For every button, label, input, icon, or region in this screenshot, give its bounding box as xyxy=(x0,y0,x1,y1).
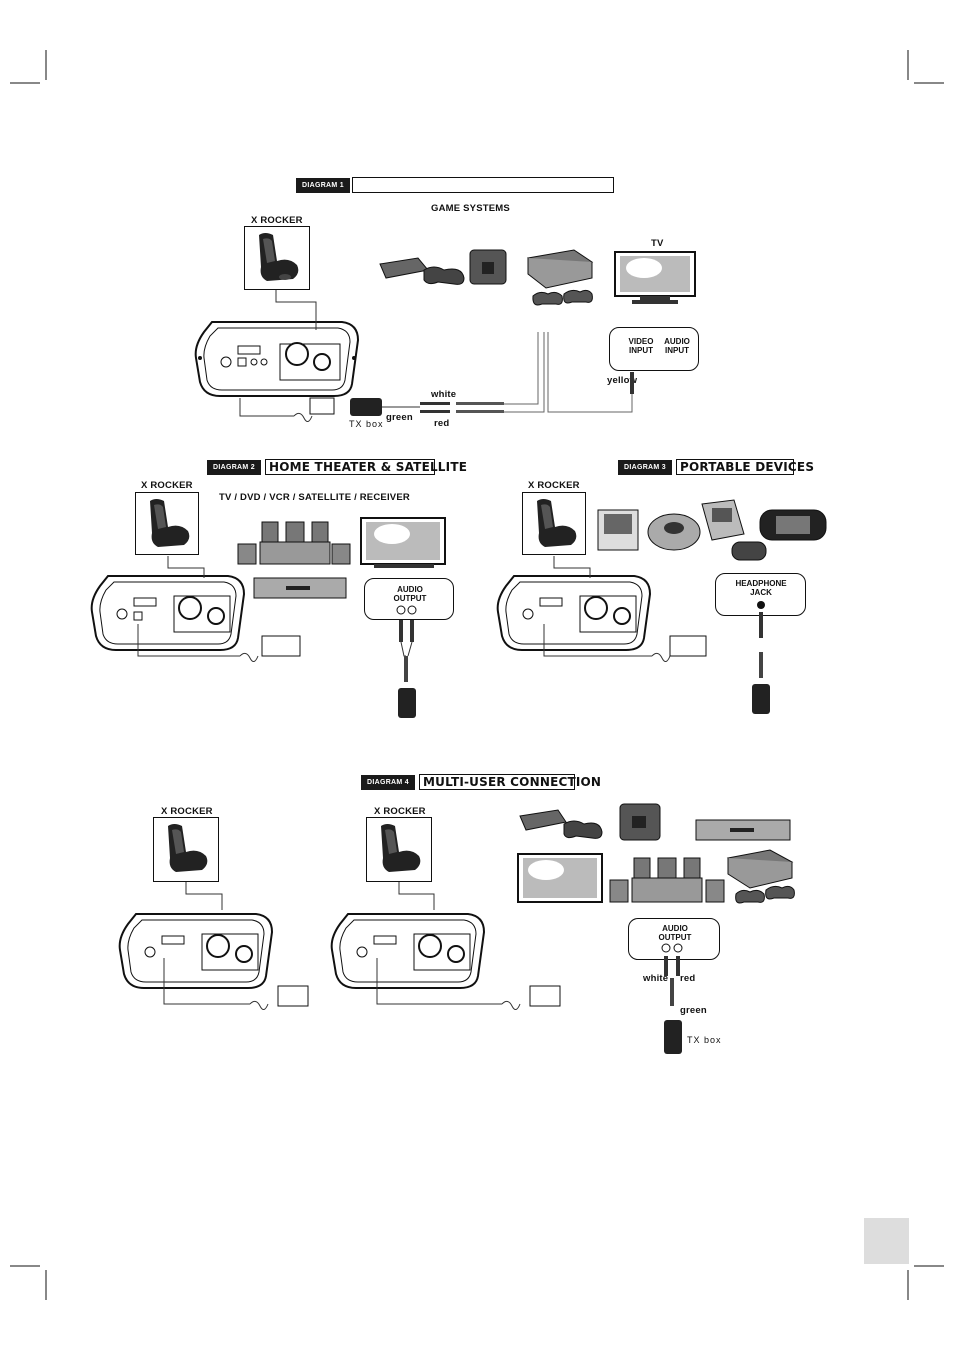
power-adapter-icon xyxy=(669,635,707,657)
tx-box-icon xyxy=(752,684,770,714)
receiver-icon xyxy=(259,541,331,565)
d4-cable-green: green xyxy=(680,1005,707,1016)
d2-audio-output-label: AUDIO OUTPUT xyxy=(393,585,427,603)
d4-tx-box-label: TX box xyxy=(687,1035,722,1045)
d1-tv-image xyxy=(614,251,696,304)
power-adapter-icon xyxy=(261,635,301,657)
d1-chair-label: X ROCKER xyxy=(251,215,303,226)
d4-control-panel-1 xyxy=(118,913,274,989)
diagram2-title: HOME THEATER & SATELLITE xyxy=(265,459,467,475)
d4-chair2-image xyxy=(366,817,432,882)
headphone-jack-label: HEADPHONE JACK xyxy=(735,579,787,597)
game-systems-label: GAME SYSTEMS xyxy=(431,203,510,214)
d1-chair-image xyxy=(244,226,310,290)
d4-chair1-label: X ROCKER xyxy=(161,806,213,817)
diagram1-title xyxy=(352,177,614,193)
rocker-chair-icon xyxy=(381,824,421,872)
d4-chair2-label: X ROCKER xyxy=(374,806,426,817)
d2-control-panel xyxy=(90,575,246,651)
game-consoles-image xyxy=(379,249,594,306)
power-adapter-icon xyxy=(277,985,309,1007)
diagram3-tag: DIAGRAM 3 xyxy=(618,460,672,475)
d2-wiring xyxy=(137,556,417,718)
d3-wiring xyxy=(543,556,770,714)
d4-audio-output-panel: AUDIO OUTPUT xyxy=(628,918,720,960)
rocker-chair-icon xyxy=(150,499,190,547)
d1-wiring xyxy=(239,290,634,422)
rocker-chair-icon xyxy=(168,824,208,872)
diagram4-title: MULTI-USER CONNECTION xyxy=(419,774,601,790)
d4-wiring xyxy=(163,882,683,1054)
tx-box-icon xyxy=(664,1020,682,1054)
d1-cable-red: red xyxy=(434,418,450,429)
d1-tv-inputs-panel: VIDEO INPUT AUDIO INPUT xyxy=(609,327,699,371)
tx-box-icon xyxy=(398,688,416,718)
rocker-chair-icon xyxy=(537,499,577,547)
d1-cable-yellow: yellow xyxy=(607,375,638,386)
mp3-player-icon xyxy=(731,541,767,561)
d2-sources-label: TV / DVD / VCR / SATELLITE / RECEIVER xyxy=(219,492,410,503)
d4-cable-white: white xyxy=(643,973,669,984)
portable-devices-image xyxy=(597,499,827,561)
d1-tx-box-label: TX box xyxy=(349,419,384,429)
d3-chair-image xyxy=(522,492,586,555)
diagram4-tag: DIAGRAM 4 xyxy=(361,775,415,790)
tx-box-icon xyxy=(350,398,382,416)
audio-input-label: AUDIO INPUT xyxy=(664,337,690,355)
d2-tv-image xyxy=(360,517,446,568)
d4-cable-red: red xyxy=(680,973,696,984)
d4-control-panel-2 xyxy=(330,913,486,989)
diagram1-tag: DIAGRAM 1 xyxy=(296,178,350,193)
d4-sources-image xyxy=(517,803,795,904)
home-theater-image xyxy=(237,521,351,599)
d3-chair-label: X ROCKER xyxy=(528,480,580,491)
diagram2-tag: DIAGRAM 2 xyxy=(207,460,261,475)
diagram3-title: PORTABLE DEVICES xyxy=(676,459,814,475)
video-input-label: VIDEO INPUT xyxy=(628,337,654,355)
d2-chair-image xyxy=(135,492,199,555)
page-number-box xyxy=(864,1218,909,1264)
d2-chair-label: X ROCKER xyxy=(141,480,193,491)
d4-chair1-image xyxy=(153,817,219,882)
d4-audio-output-label: AUDIO OUTPUT xyxy=(658,924,692,942)
d1-cable-green: green xyxy=(386,412,413,423)
d1-control-panel xyxy=(194,321,360,397)
d1-cable-white: white xyxy=(431,389,457,400)
d3-control-panel xyxy=(496,575,652,651)
power-adapter-icon xyxy=(529,985,561,1007)
rocker-chair-icon xyxy=(259,233,299,281)
controller-icon xyxy=(423,266,465,285)
d1-tv-label: TV xyxy=(651,238,664,249)
